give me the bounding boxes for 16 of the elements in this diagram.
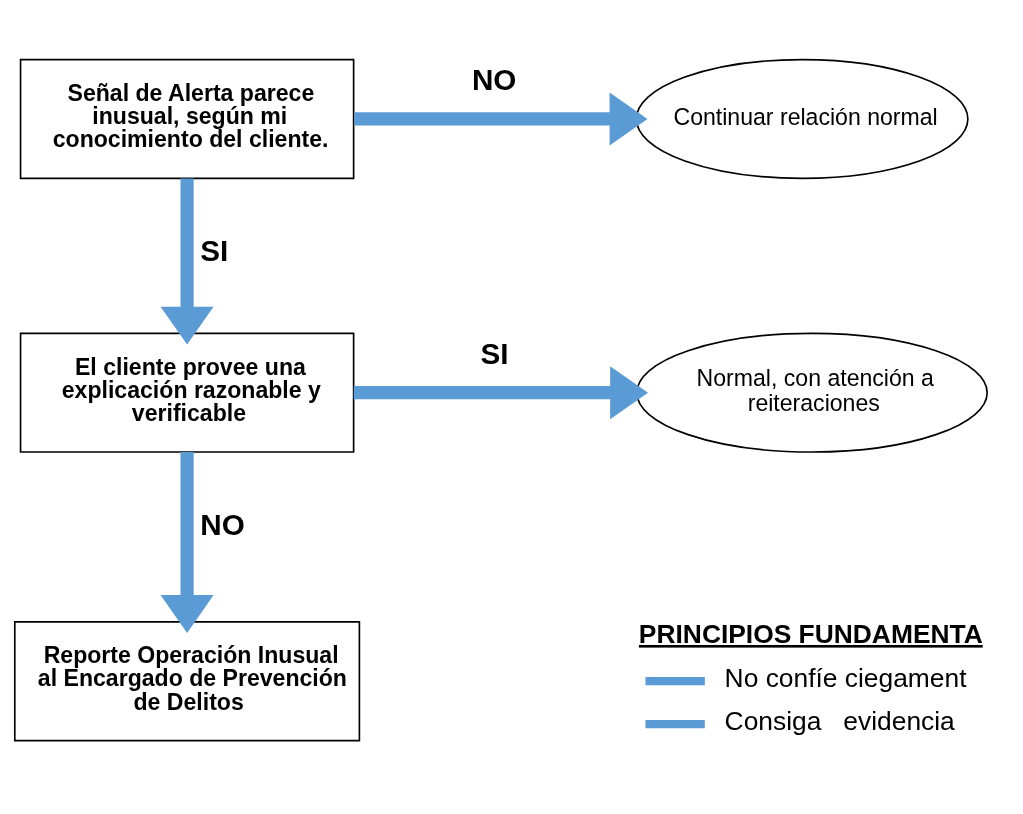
- edge-label: NO: [471, 62, 517, 96]
- legend-label: No confíe ciegament: [724, 662, 967, 693]
- label: PRINCIPIOS FUNDAMENTA: [638, 618, 983, 649]
- edge-label: NO: [200, 507, 245, 541]
- legend-label: Consiga evidencia: [724, 705, 955, 736]
- edge-label: SI: [200, 233, 229, 267]
- arrow: [354, 91, 648, 145]
- arrow: [160, 178, 214, 345]
- edge-label: SI: [480, 336, 509, 370]
- node-box: Reporte Operación Inusual al Encargado de Prevención de Delitos: [13, 620, 361, 741]
- node-ellipse: Continuar relación normal: [635, 58, 969, 179]
- node-ellipse: Normal, con atención a reiteraciones: [636, 331, 988, 453]
- node-box: Señal de Alerta parece inusual, según mi conocimiento del cliente.: [19, 58, 355, 179]
- node-box: El cliente provee una explicación razonable y verificable: [19, 331, 355, 453]
- arrow: [353, 365, 649, 419]
- arrow: [160, 451, 214, 633]
